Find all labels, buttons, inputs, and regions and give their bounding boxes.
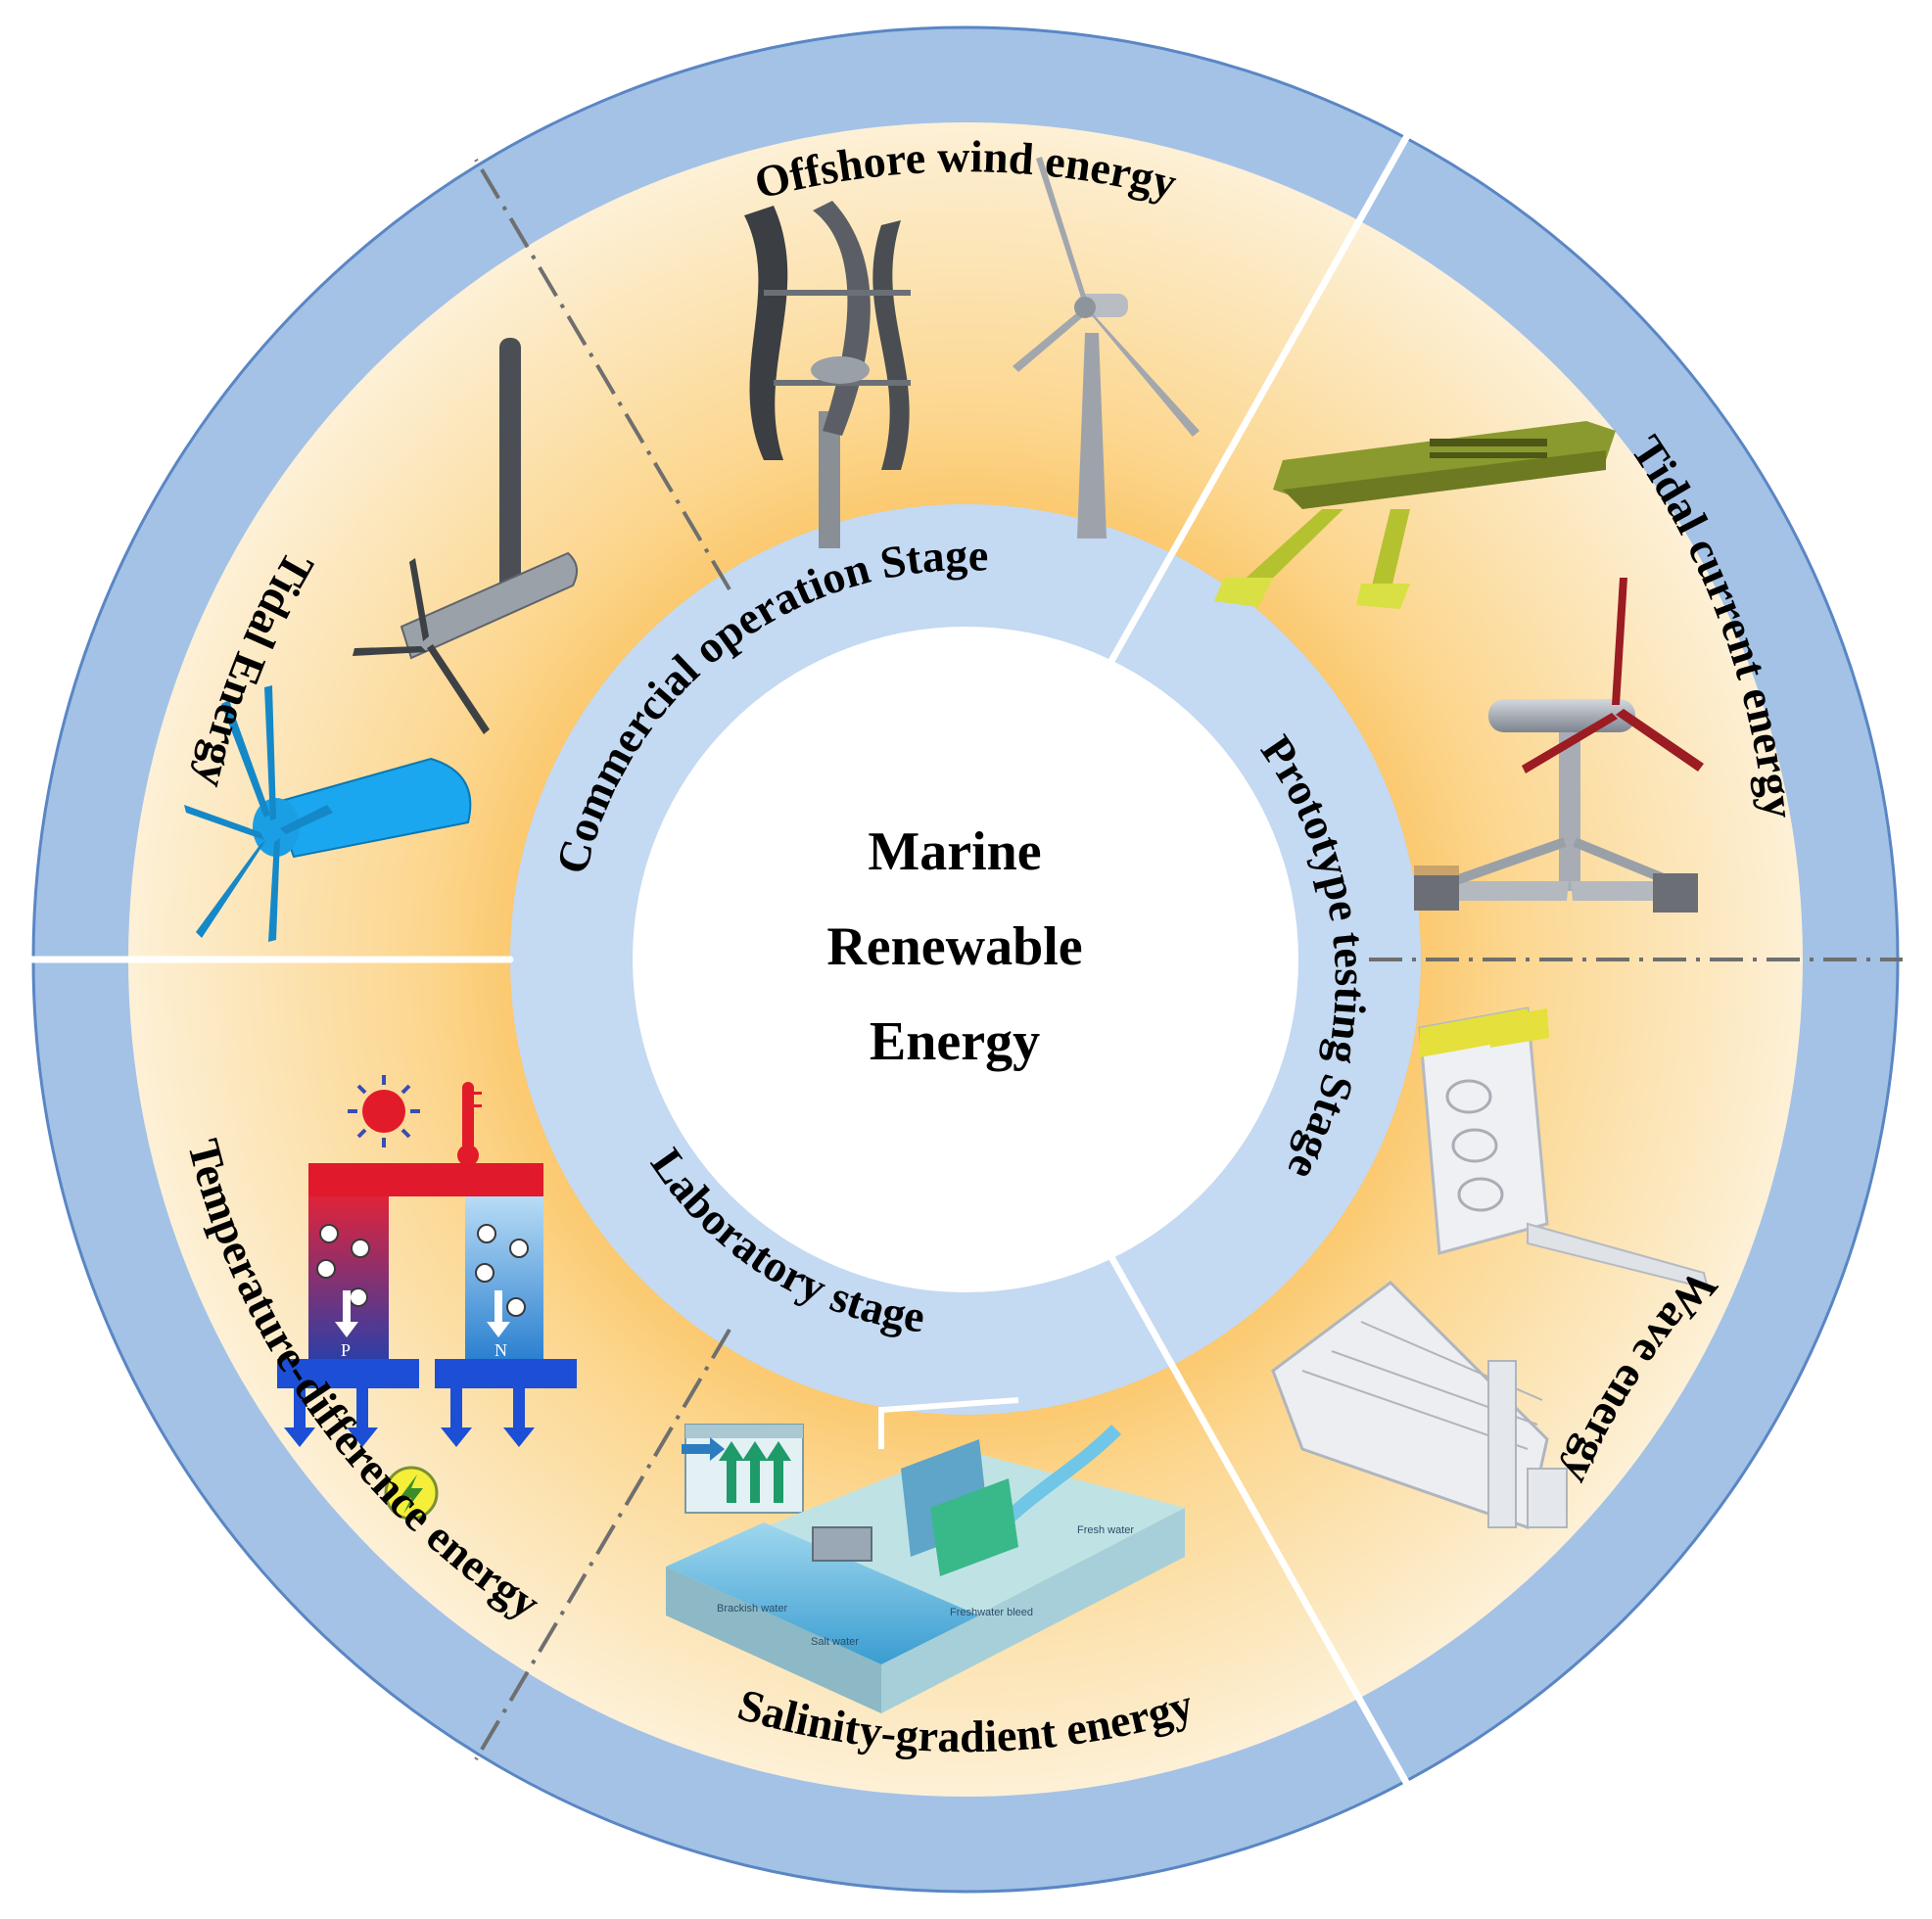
hot-plate [308, 1163, 543, 1196]
salinity-gradient-illustration: Brackish water Salt water Fresh water Fr… [666, 1397, 1185, 1713]
offshore-wind-illustration [744, 157, 1200, 548]
fresh-water-label: Fresh water [1077, 1524, 1134, 1536]
tidal-current-illustration [1214, 421, 1704, 913]
center-title-line-1: Marine [868, 821, 1041, 882]
horizontal-axis-turbine [1013, 157, 1200, 538]
p-label: P [341, 1340, 351, 1360]
wave-platform [1271, 1281, 1568, 1529]
lightning-icon [384, 1466, 439, 1521]
freshwater-bleed-label: Freshwater bleed [950, 1607, 1033, 1618]
sun-icon [348, 1075, 420, 1147]
moored-tidal-turbine [353, 338, 578, 734]
n-label: N [495, 1340, 507, 1360]
center-title-line-2: Renewable [826, 916, 1082, 977]
center-disc [633, 627, 1298, 1292]
brackish-water-label: Brackish water [717, 1603, 787, 1615]
center-title-line-3: Energy [870, 1011, 1040, 1072]
heat-flow-arrows [284, 1388, 535, 1447]
n-arrow-icon [487, 1290, 510, 1337]
p-arrow-icon [335, 1290, 358, 1337]
osmotic-plant [666, 1397, 1185, 1713]
temperature-difference-illustration: P N [277, 1075, 577, 1521]
floating-tidal-platform [1214, 421, 1616, 609]
p-type-leg [308, 1196, 389, 1361]
stage-dividers [26, 130, 1412, 1790]
cold-plate-right [435, 1359, 577, 1388]
salt-water-label: Salt water [811, 1636, 859, 1648]
cold-plate-left [277, 1359, 419, 1388]
wave-energy-illustration [1271, 1006, 1710, 1529]
oscillating-wave-device [1418, 1006, 1710, 1290]
blue-tidal-turbine [184, 685, 472, 942]
thermometer-icon [457, 1082, 482, 1166]
tidal-energy-illustration [184, 338, 578, 942]
electrons [475, 1224, 529, 1317]
holes [316, 1224, 370, 1307]
vertical-axis-turbine [744, 201, 911, 548]
sector-dividers [474, 158, 1903, 1761]
seabed-tidal-turbine [1414, 578, 1704, 913]
membrane-inset [682, 1424, 804, 1514]
